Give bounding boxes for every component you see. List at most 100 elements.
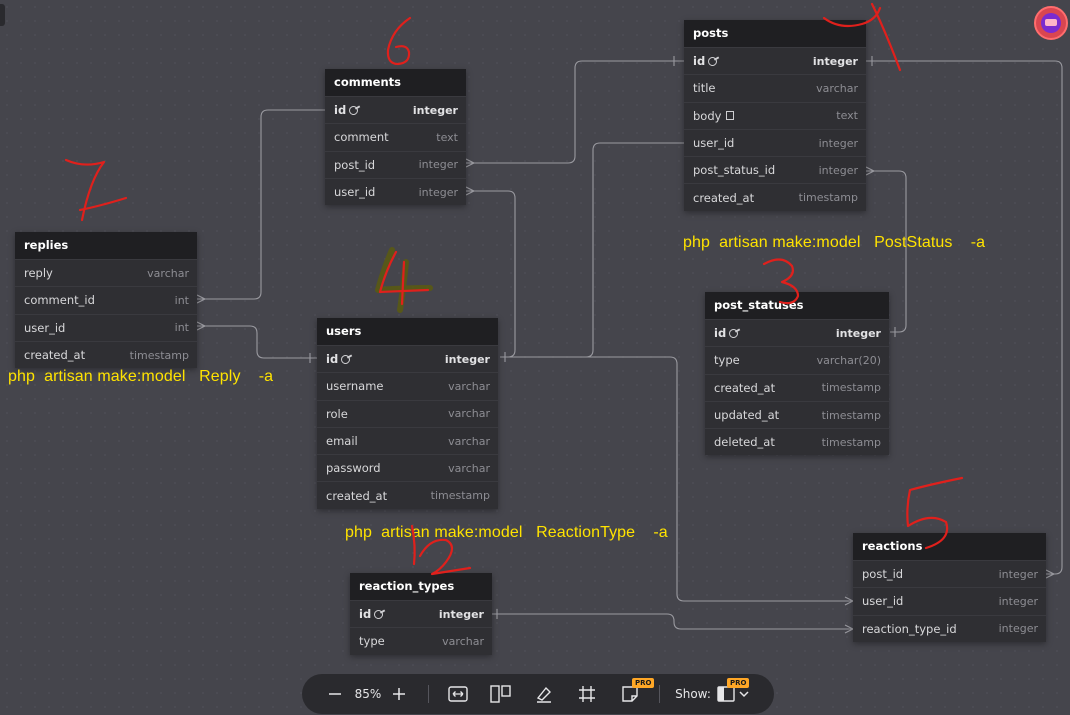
layout-icon[interactable]: [489, 674, 513, 714]
column-name: id: [714, 326, 727, 341]
column-name: id: [326, 352, 339, 367]
table-row[interactable]: post_id integer: [325, 150, 466, 178]
show-label: Show:: [675, 687, 711, 701]
column-type: integer: [818, 136, 858, 150]
pro-badge: PRO: [727, 678, 750, 688]
fit-width-icon[interactable]: [446, 674, 470, 714]
column-type: integer: [444, 352, 490, 366]
table-row[interactable]: type varchar: [350, 627, 492, 654]
column-type: int: [174, 321, 189, 335]
column-name: role: [326, 406, 348, 421]
column-type: integer: [998, 622, 1038, 636]
table-row[interactable]: user_id integer: [684, 128, 866, 156]
column-name: username: [326, 379, 384, 394]
table-row[interactable]: role varchar: [317, 399, 498, 427]
column-name: type: [359, 634, 385, 649]
column-name: post_id: [334, 157, 376, 172]
table-row[interactable]: username varchar: [317, 372, 498, 399]
zoom-out-button[interactable]: [324, 674, 346, 714]
column-type: varchar: [442, 634, 484, 648]
column-name: updated_at: [714, 408, 780, 423]
column-type: int: [174, 293, 189, 307]
column-type: integer: [418, 158, 458, 172]
column-name: user_id: [24, 320, 66, 335]
table-row[interactable]: user_id int: [15, 313, 197, 341]
table-row[interactable]: type varchar(20): [705, 346, 889, 373]
column-type: integer: [998, 594, 1038, 608]
canvas-toolbar: 85% PRO Show: PRO: [302, 674, 774, 714]
column-name: id: [693, 54, 706, 69]
column-type: varchar: [448, 461, 490, 475]
table-row[interactable]: id integer: [317, 345, 498, 372]
table-row[interactable]: reaction_type_id integer: [853, 614, 1046, 642]
column-name: type: [714, 353, 740, 368]
column-name: reaction_type_id: [862, 621, 957, 636]
column-type: integer: [418, 185, 458, 199]
column-name: created_at: [24, 348, 86, 363]
key-icon: [372, 607, 385, 621]
frame-icon[interactable]: [575, 674, 599, 714]
column-name: password: [326, 461, 381, 476]
column-name: id: [359, 607, 372, 622]
key-icon: [339, 352, 352, 366]
note-icon: [726, 111, 735, 121]
table-title: reactions: [853, 533, 1046, 560]
column-name: body: [693, 108, 722, 123]
show-options-dropdown[interactable]: [714, 674, 754, 714]
table-title: posts: [684, 20, 866, 47]
panel-toggle[interactable]: [0, 4, 5, 26]
zoom-level[interactable]: 85%: [354, 687, 382, 701]
annotation-postststus-command: php artisan make:model PostStatus -a: [683, 234, 986, 251]
toolbar-divider: [659, 685, 660, 703]
column-name: user_id: [334, 185, 376, 200]
column-name: post_status_id: [693, 163, 776, 178]
table-row[interactable]: user_id integer: [325, 177, 466, 205]
toolbar-divider: [428, 685, 429, 703]
column-type: varchar: [448, 434, 490, 448]
column-type: varchar: [448, 379, 490, 393]
annotation-reply-command: php artisan make:model Reply -a: [8, 368, 274, 385]
key-icon: [706, 54, 719, 68]
column-type: timestamp: [430, 489, 490, 503]
column-type: integer: [818, 163, 858, 177]
table-row[interactable]: password varchar: [317, 454, 498, 481]
column-type: varchar: [448, 407, 490, 421]
table-row[interactable]: post_status_id integer: [684, 156, 866, 183]
column-type: timestamp: [798, 191, 858, 205]
column-name: comment: [334, 130, 389, 145]
zoom-in-button[interactable]: [388, 674, 410, 714]
column-type: varchar(20): [816, 353, 881, 367]
column-name: user_id: [693, 136, 735, 151]
column-name: reply: [24, 266, 53, 281]
user-avatar[interactable]: [1034, 6, 1068, 40]
column-type: integer: [998, 567, 1038, 581]
column-name: title: [693, 81, 716, 96]
column-type: timestamp: [821, 381, 881, 395]
highlighter-icon[interactable]: [532, 674, 556, 714]
